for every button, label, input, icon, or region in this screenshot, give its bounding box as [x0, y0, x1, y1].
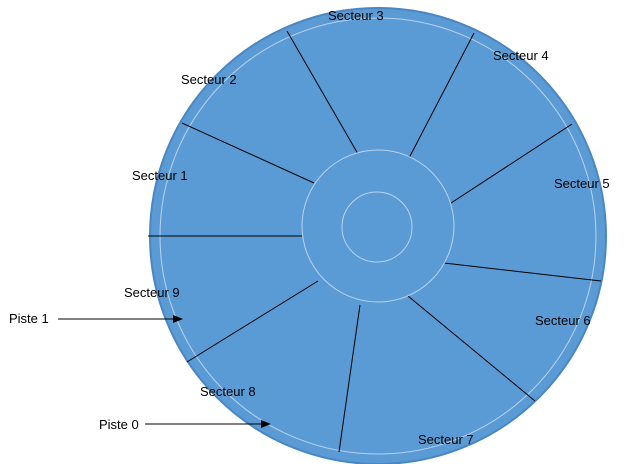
sector-divider-9: [186, 280, 319, 363]
sector-divider-8: [338, 304, 361, 453]
hub-inner-ring: [341, 191, 413, 263]
sector-divider-3: [286, 30, 359, 155]
sector-label-3: Secteur 3: [328, 8, 384, 23]
track-label-0: Piste 0: [99, 417, 139, 432]
sector-label-6: Secteur 6: [535, 313, 591, 328]
sector-label-2: Secteur 2: [181, 72, 237, 87]
sector-label-1: Secteur 1: [132, 168, 188, 183]
sector-divider-4: [407, 32, 475, 161]
sector-divider-6: [443, 262, 602, 282]
sector-label-4: Secteur 4: [493, 48, 549, 63]
sector-label-9: Secteur 9: [124, 285, 180, 300]
sector-label-8: Secteur 8: [200, 384, 256, 399]
sector-divider-2: [181, 122, 315, 184]
sector-divider-5: [447, 123, 573, 206]
sector-label-5: Secteur 5: [554, 176, 610, 191]
sector-label-7: Secteur 7: [418, 432, 474, 447]
sector-divider-7: [407, 295, 536, 402]
track-label-1: Piste 1: [9, 311, 49, 326]
